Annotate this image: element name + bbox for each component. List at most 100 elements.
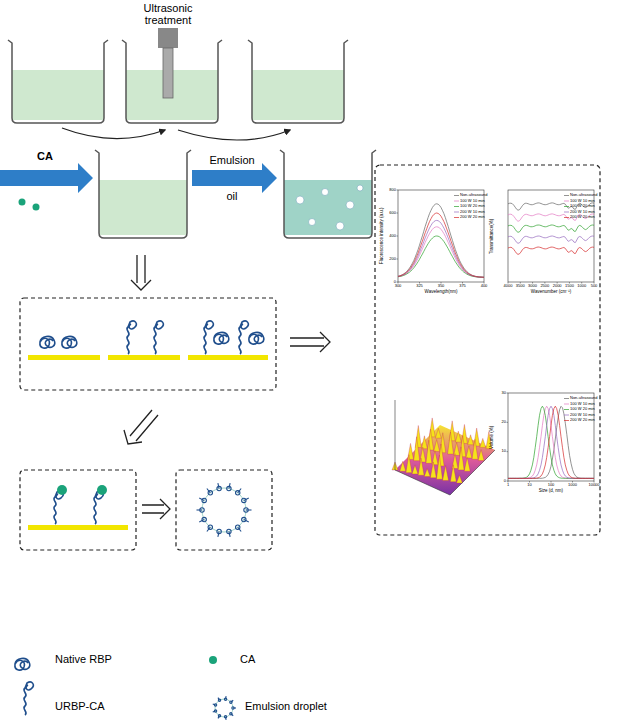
afm-surface — [392, 418, 492, 483]
series-legend: Non-ultrasound — [570, 396, 597, 400]
afm-surface — [456, 475, 462, 483]
afm-surface — [434, 439, 440, 451]
big-arrow — [192, 163, 277, 193]
protein — [24, 682, 33, 715]
tick-label: 0 — [504, 479, 506, 483]
afm-surface — [455, 431, 461, 442]
protein — [40, 336, 55, 348]
step-label: Emulsion — [209, 154, 254, 166]
beaker — [8, 40, 376, 238]
protein — [154, 321, 163, 354]
chart-frame — [564, 404, 569, 405]
chart-frame — [564, 398, 569, 399]
chart-frame — [508, 236, 594, 243]
axis-title: Transmittance(%) — [490, 218, 495, 253]
chart-frame — [398, 227, 484, 277]
legend-text: CA — [240, 653, 255, 665]
tick-label: 300 — [395, 284, 402, 288]
interface-bar — [188, 355, 268, 360]
series-legend: 100 W 10 min — [460, 199, 485, 203]
tick-label: 1500 — [565, 284, 574, 288]
chart-frame — [454, 217, 459, 218]
chart-frame — [508, 393, 594, 481]
reagent-label: CA — [37, 150, 53, 162]
chart-frame — [564, 217, 569, 218]
oil-droplet — [309, 219, 316, 226]
oil-droplet — [357, 185, 363, 191]
emulsion-droplet — [213, 711, 216, 712]
series-legend: 200 W 20 min — [570, 418, 595, 422]
series-legend: 200 W 20 min — [460, 215, 485, 219]
axis-title: Volume (%) — [490, 425, 495, 448]
emulsion-droplet — [246, 509, 252, 510]
beaker — [122, 40, 222, 123]
chart-frame — [398, 204, 484, 277]
series-legend: 100 W 10 min — [570, 199, 595, 203]
chart-frame — [564, 420, 569, 421]
afm-surface — [432, 451, 438, 465]
tick-label: 2000 — [553, 284, 562, 288]
afm-surface — [480, 438, 486, 447]
interface-bar — [108, 355, 180, 360]
chart-frame — [397, 190, 595, 483]
tick-label: 1000 — [577, 284, 586, 288]
axis-title: Wavelength(nm) — [425, 290, 458, 295]
legend-text: URBP-CA — [55, 700, 105, 712]
oil-droplet — [296, 185, 363, 230]
chart-frame — [508, 406, 594, 478]
chart-frame — [454, 206, 459, 207]
legend-text: Emulsion droplet — [245, 700, 327, 712]
axis-title: Wavenumber (cm⁻¹) — [531, 290, 571, 295]
tick-label: 4000 — [504, 284, 513, 288]
emulsion-droplet — [207, 527, 210, 531]
afm-surface — [421, 436, 427, 449]
afm-surface — [468, 435, 474, 445]
oil-droplet — [336, 222, 344, 230]
oil-droplet — [296, 196, 304, 204]
afm-surface — [426, 440, 432, 463]
protein — [62, 336, 77, 348]
emulsion-droplet — [199, 520, 204, 522]
tick-label: 400 — [389, 234, 396, 238]
chart-frame — [564, 409, 569, 410]
big-arrow — [0, 163, 93, 193]
ultrasonic-probe — [163, 48, 173, 98]
ultrasonic-probe — [158, 28, 178, 98]
process-arrow — [178, 130, 290, 140]
emulsion-droplet — [199, 498, 204, 500]
dashed-panel — [20, 470, 136, 550]
afm-surface — [466, 446, 472, 458]
emulsion-droplet — [202, 488, 246, 532]
chart-frame — [397, 282, 399, 283]
tick-label: 375 — [459, 284, 466, 288]
oil-droplet — [322, 189, 329, 196]
chart-frame — [507, 393, 509, 394]
series-legend: 200 W 10 min — [570, 210, 595, 214]
interface-bar — [28, 355, 100, 360]
chart-frame — [508, 406, 594, 478]
big-arrow — [0, 163, 277, 193]
afm-surface — [448, 432, 454, 454]
chart-frame — [564, 201, 569, 202]
series-legend: 100 W 20 min — [460, 204, 485, 208]
tick-label: 600 — [389, 211, 396, 215]
flow-arrow — [142, 499, 170, 519]
emulsion-droplet — [231, 700, 233, 702]
afm-surface — [450, 465, 456, 482]
series-legend: 200 W 10 min — [460, 210, 485, 214]
ca-dot — [57, 485, 67, 495]
afm-surface — [464, 457, 470, 471]
tick-label: 800 — [389, 188, 396, 192]
chart-frame — [564, 195, 569, 196]
step-label: Ultrasonic treatment — [133, 2, 203, 26]
axis-title: Fluorescence intensity (a.u.) — [380, 208, 385, 265]
chart-frame — [398, 190, 484, 282]
protein — [249, 332, 264, 344]
ca-dot — [33, 204, 40, 211]
afm-surface — [430, 462, 436, 478]
tick-label: 500 — [591, 284, 598, 288]
series-legend: 200 W 10 min — [570, 413, 595, 417]
tick-label: 20 — [502, 420, 506, 424]
chart-frame — [508, 406, 594, 478]
